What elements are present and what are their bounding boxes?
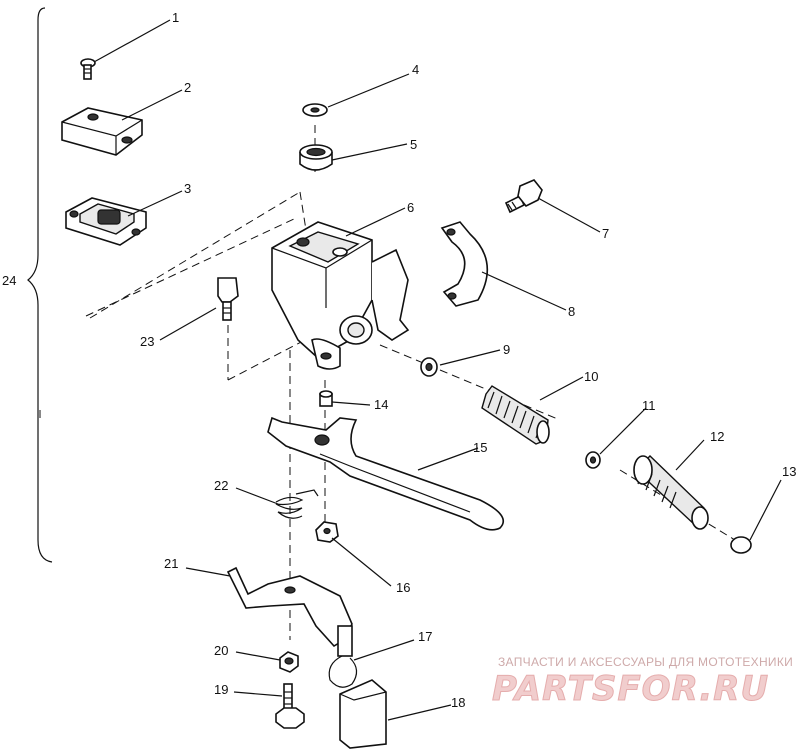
part-21-switch-bracket — [226, 566, 353, 648]
part-8-clamp — [440, 221, 489, 307]
callout-20: 20 — [214, 643, 228, 658]
watermark-brand: PARTSFOR.RU — [492, 669, 769, 709]
callout-6: 6 — [407, 200, 414, 215]
part-7-bolt — [504, 179, 543, 214]
part-19-screw — [275, 683, 305, 729]
part-11-washer — [585, 451, 601, 469]
callout-8: 8 — [568, 304, 575, 319]
part-17-switch — [328, 625, 358, 688]
callout-16: 16 — [396, 580, 410, 595]
watermark: ЗАПЧАСТИ И АКСЕССУАРЫ ДЛЯ МОТОТЕХНИКИ PA… — [492, 655, 793, 710]
part-12-piston — [633, 455, 709, 530]
part-9-washer — [420, 357, 438, 377]
part-18-cover — [339, 679, 387, 749]
callout-12: 12 — [710, 429, 724, 444]
part-16-nut — [315, 521, 339, 543]
callout-15: 15 — [473, 440, 487, 455]
part-3-diaphragm — [65, 197, 147, 246]
callout-17: 17 — [418, 629, 432, 644]
callout-11: 11 — [642, 398, 656, 413]
callout-19: 19 — [214, 682, 228, 697]
callout-7: 7 — [602, 226, 609, 241]
callout-23: 23 — [140, 334, 154, 349]
part-2-reservoir-cover — [61, 107, 143, 156]
callout-9: 9 — [503, 342, 510, 357]
part-20-nut — [279, 651, 299, 673]
callout-18: 18 — [451, 695, 465, 710]
part-23-bolt — [217, 277, 239, 321]
part-22-spring — [275, 489, 319, 519]
callout-22: 22 — [214, 478, 228, 493]
part-15-lever — [267, 416, 505, 531]
callout-3: 3 — [184, 181, 191, 196]
callout-21: 21 — [164, 556, 178, 571]
leader-lines — [93, 19, 782, 721]
assembly-dashed-lines — [39, 125, 736, 640]
watermark-tagline: ЗАПЧАСТИ И АКСЕССУАРЫ ДЛЯ МОТОТЕХНИКИ — [498, 655, 793, 669]
part-10-boot — [481, 385, 550, 445]
callout-1: 1 — [172, 10, 179, 25]
part-14-pivot-nut — [319, 390, 333, 407]
assembly-bracket — [27, 7, 53, 563]
callout-2: 2 — [184, 80, 191, 95]
part-4-washer — [302, 103, 328, 117]
callout-4: 4 — [412, 62, 419, 77]
callout-14: 14 — [374, 397, 388, 412]
part-1-screw — [80, 58, 96, 80]
part-6-master-cylinder-body — [271, 221, 410, 370]
callout-24: 24 — [2, 273, 16, 288]
part-13-o-ring — [730, 536, 752, 554]
callout-13: 13 — [782, 464, 796, 479]
callout-5: 5 — [410, 137, 417, 152]
callout-labels: 1 2 3 4 5 6 7 8 9 10 11 12 13 14 15 16 1… — [2, 10, 796, 710]
callout-10: 10 — [584, 369, 598, 384]
part-5-bushing — [299, 144, 333, 171]
